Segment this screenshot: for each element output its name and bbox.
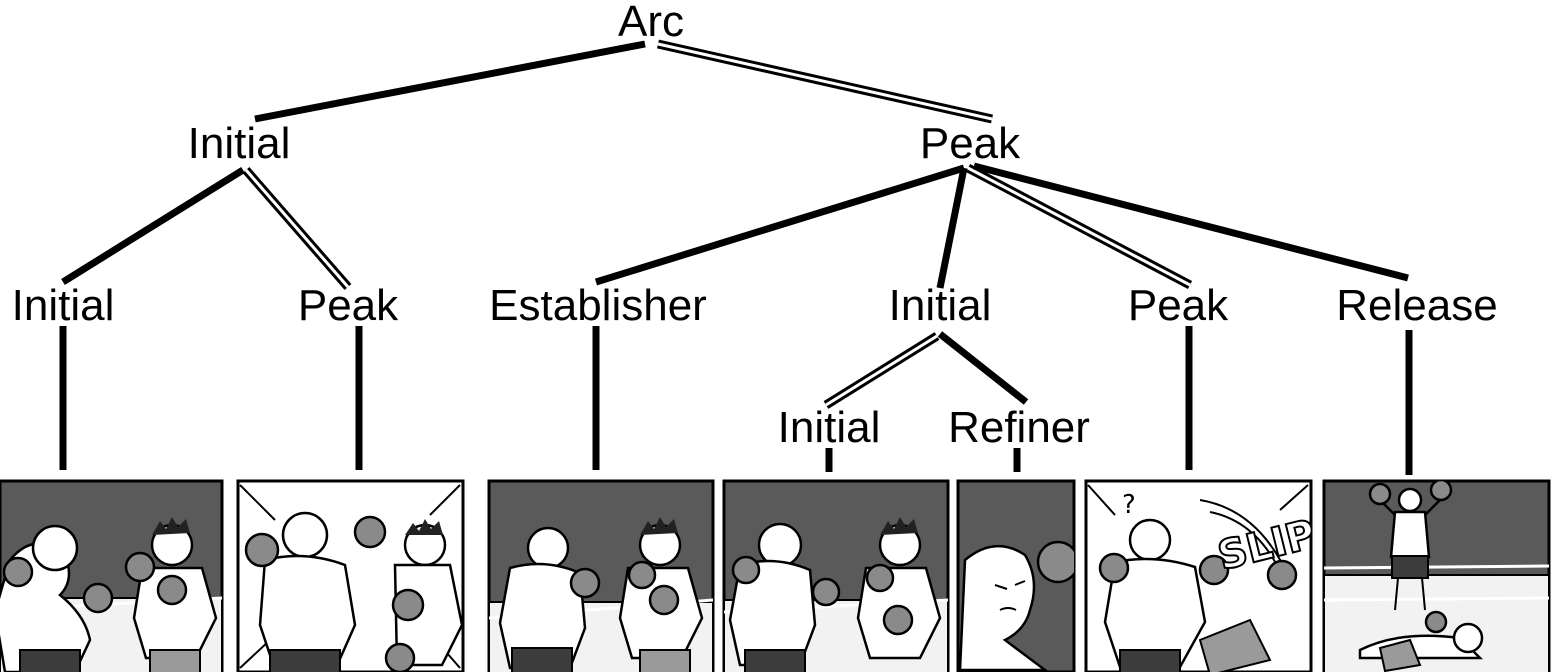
edge-arc-peak-head bbox=[657, 39, 993, 124]
node-initial-l1: Initial bbox=[188, 119, 291, 168]
node-release: Release bbox=[1336, 281, 1497, 330]
edge-initial-initial bbox=[61, 167, 245, 285]
comic-panel-6: ? SLIP! bbox=[1084, 479, 1313, 672]
comic-panel-7 bbox=[1322, 479, 1551, 672]
question-mark: ? bbox=[1122, 490, 1136, 520]
comic-panel-1 bbox=[0, 479, 224, 672]
node-initial-l2b: Initial bbox=[889, 281, 992, 330]
edge-peak-release bbox=[973, 162, 1409, 282]
node-peak-l2a: Peak bbox=[298, 281, 399, 330]
edge-initial-initial-l3-head bbox=[823, 332, 940, 409]
node-initial-l3: Initial bbox=[778, 403, 881, 452]
edge-initial-refiner bbox=[937, 331, 1029, 405]
edge-arc-initial bbox=[254, 40, 646, 123]
edge-peak-establisher bbox=[594, 164, 966, 286]
tree-edges bbox=[59, 39, 1413, 475]
comic-panel-2 bbox=[236, 479, 465, 672]
edge-peak-peak-head bbox=[965, 164, 1193, 289]
comic-panel-4 bbox=[722, 479, 950, 672]
edge-initial-peak-head bbox=[242, 167, 352, 290]
comic-panel-3 bbox=[487, 479, 715, 672]
node-refiner: Refiner bbox=[948, 403, 1090, 452]
node-peak-l2b: Peak bbox=[1128, 281, 1229, 330]
comic-panel-5 bbox=[956, 479, 1076, 672]
node-peak-l1: Peak bbox=[920, 119, 1021, 168]
edge-peak-initial bbox=[936, 167, 968, 289]
node-establisher: Establisher bbox=[489, 281, 707, 330]
node-arc: Arc bbox=[618, 0, 684, 46]
node-initial-l2a: Initial bbox=[12, 281, 115, 330]
